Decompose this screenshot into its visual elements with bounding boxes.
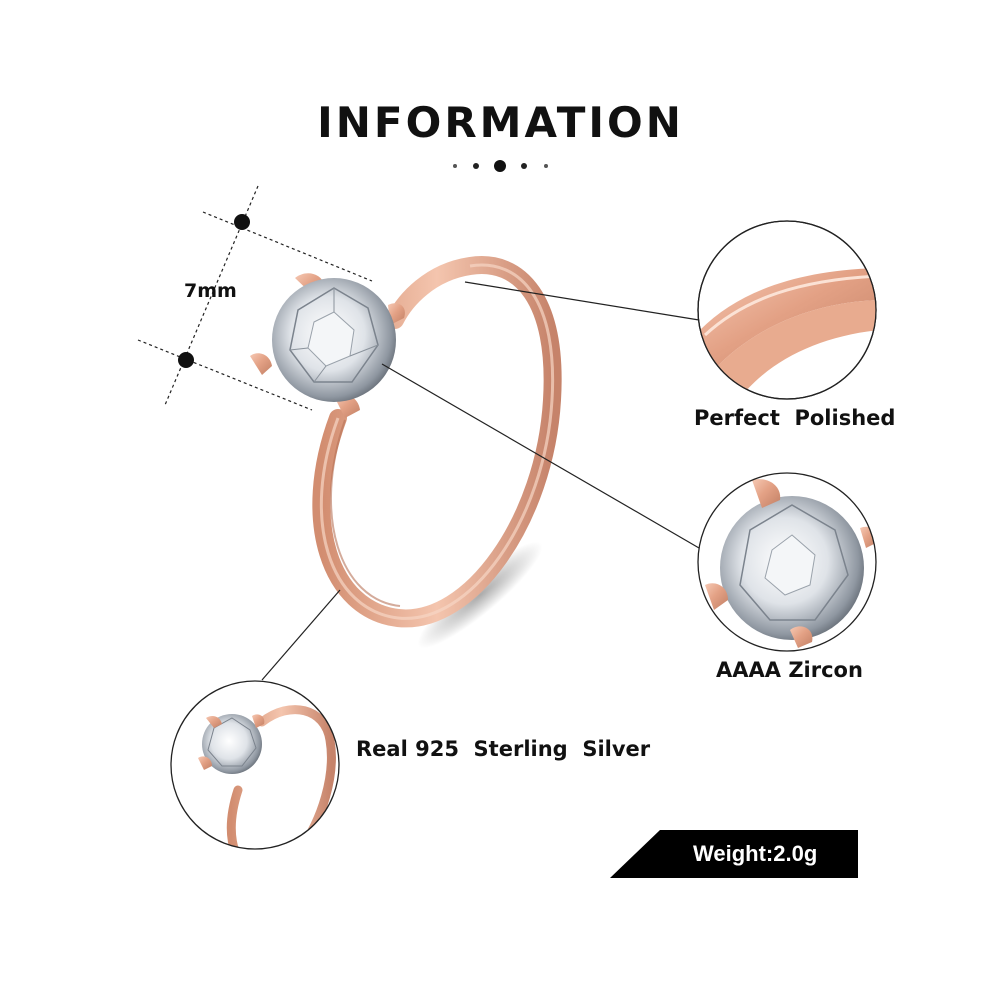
callout-lines	[261, 281, 700, 681]
ring-shadow	[417, 541, 543, 649]
dimension-dot-top	[234, 214, 250, 230]
dimension-dot-bottom	[178, 352, 194, 368]
size-label: 7mm	[184, 280, 237, 302]
title-dots-divider	[453, 160, 548, 172]
gemstone	[272, 278, 396, 402]
zircon-detail-circle	[697, 472, 877, 652]
size-dimension	[137, 185, 373, 411]
silver-label: Real 925 Sterling Silver	[356, 737, 651, 761]
polish-label: Perfect Polished	[694, 406, 896, 430]
page-title: INFORMATION	[317, 98, 684, 147]
weight-badge	[610, 830, 858, 878]
ring-band	[312, 256, 562, 628]
polish-detail-circle	[697, 220, 877, 400]
weight-label: Weight:2.0g	[693, 841, 818, 866]
silver-detail-circle	[170, 680, 340, 850]
zircon-label: AAAA Zircon	[716, 658, 863, 682]
